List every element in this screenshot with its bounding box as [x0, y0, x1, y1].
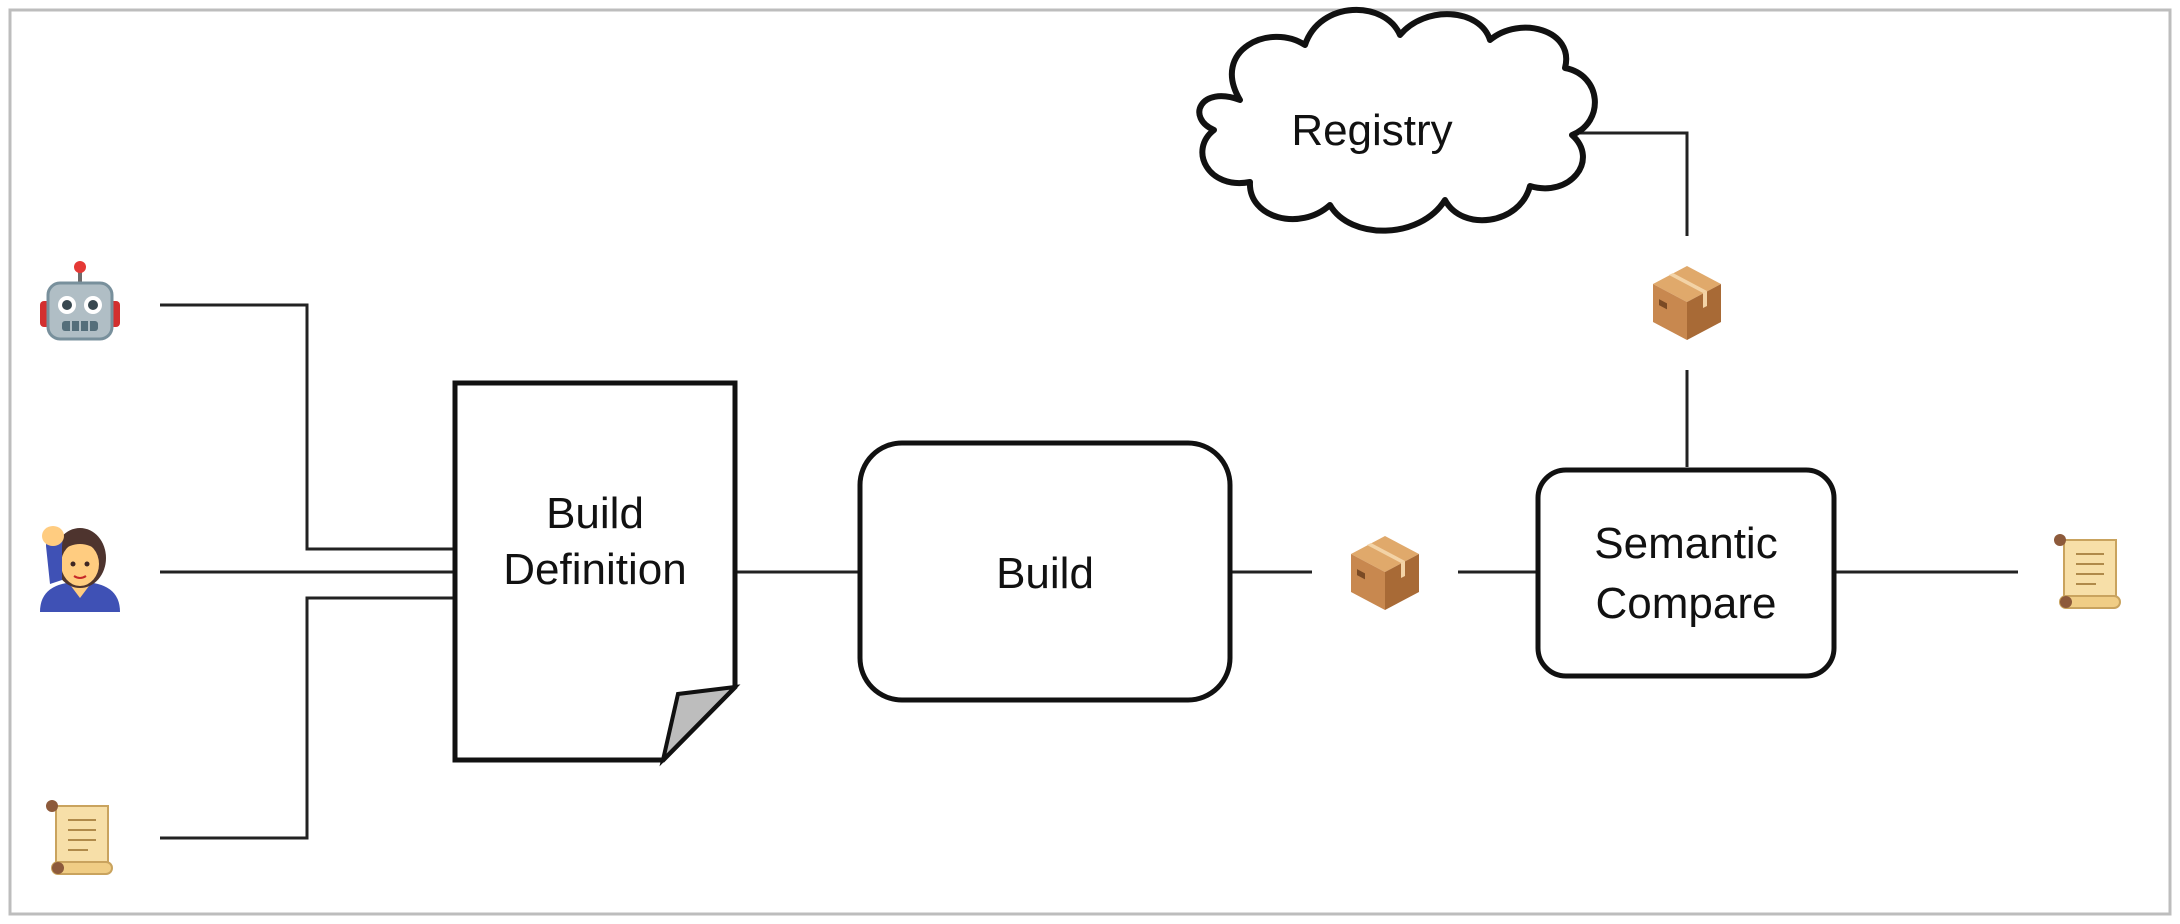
semantic-compare-node: Semantic Compare: [1535, 467, 1837, 679]
registry-label: Registry: [1291, 106, 1452, 155]
connectors: [160, 131, 2018, 840]
scroll-icon: [45, 799, 113, 875]
robot-icon: [38, 259, 122, 341]
semantic-compare-label-line2: Compare: [1596, 579, 1777, 628]
semantic-compare-label-line1: Semantic: [1594, 519, 1777, 568]
scroll-icon: [2053, 533, 2121, 609]
build-definition-label-line1: Build: [546, 489, 644, 538]
build-box: [857, 440, 1233, 703]
semantic-compare-box: [1535, 467, 1837, 679]
package-icon: [1653, 266, 1721, 340]
diagram-frame: [8, 8, 2172, 916]
person-raising-hand-icon: [39, 525, 121, 613]
registry-node: Registry: [1196, 6, 1598, 234]
robot-to-definition-line: [160, 303, 455, 551]
package-to-registry-line: [1580, 131, 1689, 236]
build-definition-label-line2: Definition: [503, 545, 686, 594]
scroll-to-definition-line: [160, 596, 455, 840]
cloud-shape: [1196, 6, 1598, 234]
document-fold: [659, 684, 741, 767]
package-icon: [1351, 536, 1419, 610]
build-label: Build: [996, 549, 1094, 598]
build-definition-node: Build Definition: [452, 380, 741, 767]
build-node: Build: [857, 440, 1233, 703]
